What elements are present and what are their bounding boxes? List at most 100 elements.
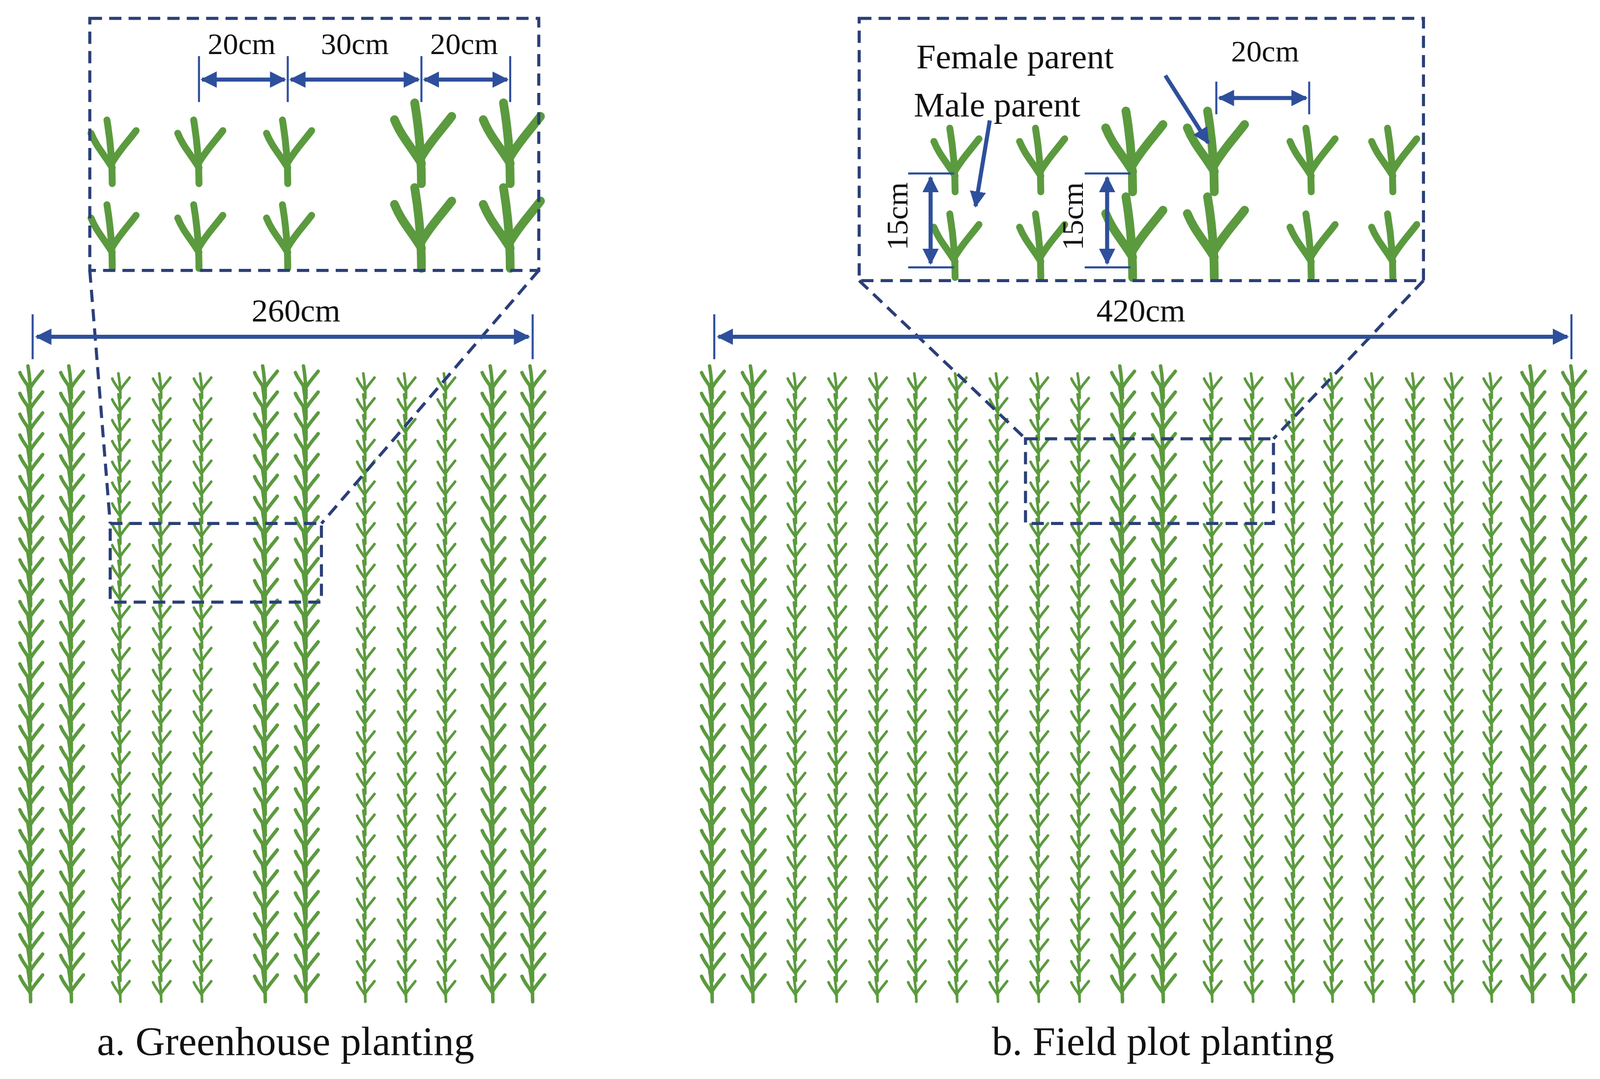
plant-icon	[1245, 414, 1263, 440]
plant-icon	[1152, 594, 1176, 627]
plant-icon	[357, 498, 375, 524]
plant-icon	[1365, 935, 1383, 960]
plant-icon	[1030, 852, 1048, 877]
plant-icon	[152, 977, 171, 1002]
plant-icon	[828, 519, 846, 544]
plant-icon	[254, 969, 278, 1002]
plant-icon	[1324, 540, 1342, 565]
plant-icon	[787, 623, 806, 648]
plant-icon	[1483, 560, 1501, 586]
plant-icon	[949, 685, 967, 711]
plant-icon	[1285, 977, 1304, 1002]
plant-icon	[1324, 706, 1342, 731]
plant-icon	[295, 823, 319, 856]
plant-icon	[1365, 872, 1383, 898]
plant-icon	[1204, 414, 1222, 440]
plant-icon	[1483, 581, 1501, 607]
plant-icon	[437, 831, 456, 856]
plant-icon	[1204, 852, 1222, 877]
plant-icon	[1111, 636, 1135, 669]
plant-icon	[1324, 602, 1342, 628]
plant-icon	[949, 414, 967, 440]
plant-icon	[20, 365, 43, 398]
plant-icon	[1285, 893, 1304, 919]
plant-icon	[1444, 456, 1462, 482]
plant-icon	[482, 906, 505, 939]
plant-icon	[1152, 365, 1176, 398]
plant-icon	[1111, 719, 1135, 752]
plant-icon	[1071, 893, 1089, 919]
plant-icon	[254, 782, 278, 815]
plant-icon	[1071, 914, 1089, 940]
plant-icon	[60, 449, 84, 482]
plant-icon	[1030, 893, 1048, 919]
plant-icon	[1521, 886, 1545, 919]
plant-icon	[1406, 477, 1424, 503]
plant-icon	[1030, 373, 1048, 399]
plant-icon	[1324, 623, 1342, 648]
plant-icon	[1324, 560, 1342, 586]
plant-icon	[437, 665, 456, 690]
plant-icon	[828, 893, 846, 919]
plant-icon	[701, 594, 725, 627]
plant-icon	[398, 977, 416, 1002]
plant-icon	[1406, 540, 1424, 565]
plant-icon	[295, 594, 319, 627]
plant-icon	[1071, 872, 1089, 898]
plant-icon	[1521, 865, 1545, 898]
plant-icon	[60, 844, 84, 877]
plant-icon	[828, 852, 846, 877]
plant-icon	[1204, 560, 1222, 586]
plant-icon	[1285, 956, 1304, 982]
plant-icon	[357, 373, 375, 399]
plant-icon	[949, 643, 967, 669]
plant-icon	[398, 373, 416, 399]
plant-icon	[152, 665, 171, 690]
plant-icon	[1365, 706, 1383, 731]
plant-icon	[1324, 852, 1342, 877]
plant-icon	[1030, 914, 1048, 940]
plant-icon	[112, 893, 130, 919]
plant-icon	[1111, 823, 1135, 856]
plant-icon	[701, 698, 725, 731]
plant-icon	[1324, 727, 1342, 753]
plant-icon	[787, 831, 806, 856]
plant-icon	[193, 456, 211, 482]
plant-icon	[989, 623, 1008, 648]
plant-icon	[20, 574, 43, 607]
plant-icon	[522, 928, 545, 960]
plant-icon	[522, 740, 545, 773]
plant-icon	[1483, 519, 1501, 544]
plant-icon	[1285, 623, 1304, 648]
plant-icon	[1324, 477, 1342, 503]
plant-icon	[437, 519, 456, 544]
plant-icon	[1071, 456, 1089, 482]
plant-icon	[742, 782, 765, 815]
plant-icon	[254, 906, 278, 939]
plant-icon	[1030, 685, 1048, 711]
plant-icon	[193, 706, 211, 731]
plant-icon	[1111, 698, 1135, 731]
plant-icon	[437, 872, 456, 898]
plant-icon	[1483, 748, 1501, 773]
plant-icon	[869, 581, 887, 607]
plant-icon	[742, 365, 765, 398]
plant-icon	[1521, 928, 1545, 960]
plant-icon	[1483, 414, 1501, 440]
plant-icon	[1285, 768, 1304, 794]
plant-icon	[1152, 698, 1176, 731]
plant-icon	[20, 948, 43, 981]
plant-icon	[357, 935, 375, 960]
plant-icon	[701, 491, 725, 524]
plant-icon	[1204, 893, 1222, 919]
plant-icon	[1483, 394, 1501, 419]
plant-icon	[60, 469, 84, 502]
plant-icon	[1152, 636, 1176, 669]
plant-icon	[398, 560, 416, 586]
plant-icon	[949, 560, 967, 586]
plant-icon	[295, 365, 319, 398]
plant-icon	[112, 540, 130, 565]
plant-icon	[522, 678, 545, 711]
plant-icon	[742, 636, 765, 669]
plant-icon	[1152, 948, 1176, 981]
